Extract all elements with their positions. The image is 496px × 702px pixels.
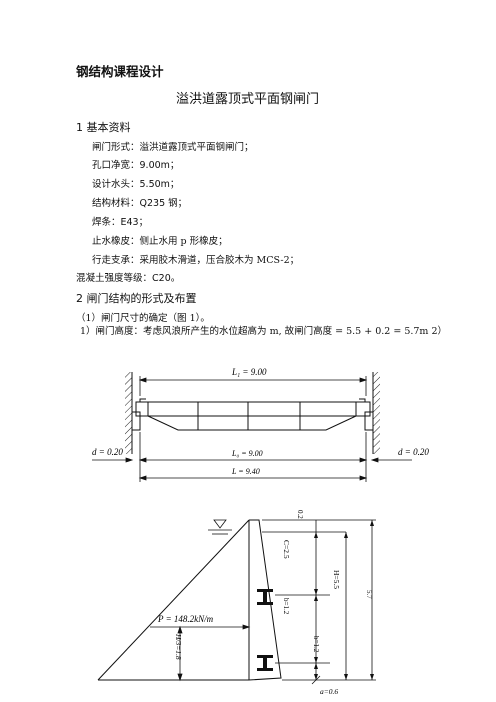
list-item: 孔口净宽：9.00m；	[92, 160, 179, 172]
label-C: C=2.5	[282, 540, 291, 559]
label-L1: L₁ = 9.00	[231, 367, 267, 377]
left-pier	[125, 372, 133, 454]
item-value: 溢洪道露顶式平面钢闸门；	[139, 142, 254, 153]
item-value: 5.50m；	[139, 179, 180, 190]
label-d-right: d = 0.20	[398, 447, 429, 457]
item-value: 侧止水用 p 形橡皮；	[139, 236, 228, 247]
resultant-force-arrow	[150, 624, 251, 630]
item-label: 孔口净宽：	[92, 160, 140, 171]
upper-girder-icon	[257, 589, 273, 605]
item-label: 设计水头：	[92, 179, 140, 190]
label-H3: H/3=1.8	[174, 633, 183, 660]
item-value: Q235 钢；	[139, 198, 188, 209]
item-value: E43；	[120, 217, 149, 228]
item-label: 混凝土强度等级：	[76, 273, 153, 284]
dimension-ticks	[314, 520, 374, 680]
water-level-icon	[208, 519, 232, 535]
list-item: 止水橡皮：侧止水用 p 形橡皮；	[92, 236, 228, 248]
label-b-lower: b=1.2	[312, 636, 320, 653]
item-value: 采用胶木滑道，压合胶木为 MCS-2；	[139, 255, 300, 266]
list-item: 结构材料：Q235 钢；	[92, 198, 187, 210]
slots	[131, 398, 374, 431]
dimension-L1	[138, 376, 368, 396]
list-item: 混凝土强度等级：C20。	[76, 273, 180, 285]
label-H: H=5.5	[332, 570, 341, 589]
label-P: P = 148.2kN/m	[157, 614, 214, 624]
course-title: 钢结构课程设计	[76, 64, 164, 79]
item-label: 焊条：	[92, 217, 121, 228]
right-pier	[372, 372, 380, 454]
section-heading-structure: 2 闸门结构的形式及布置	[76, 292, 197, 305]
dimension-L	[138, 475, 368, 481]
label-b-upper: b=1.2	[282, 598, 290, 615]
dimension-L0	[138, 432, 368, 482]
item-label: 结构材料：	[92, 198, 140, 209]
document-title: 溢洪道露顶式平面钢闸门	[176, 92, 320, 107]
item-value: 9.00m；	[139, 160, 180, 171]
list-item: 焊条：E43；	[92, 217, 148, 229]
label-dim-top: 0.2	[296, 510, 304, 519]
dimension-H3	[177, 625, 183, 682]
item-label: 闸门形式：	[92, 142, 140, 153]
section-heading-basic-data: 1 基本资料	[76, 121, 131, 134]
right-dimension-lines	[262, 519, 376, 685]
paragraph-size: （1）闸门尺寸的确定（图 1）。	[76, 313, 210, 324]
label-a: a=0.6	[320, 687, 338, 696]
list-item: 设计水头：5.50m；	[92, 179, 179, 191]
item-label: 行走支承：	[92, 255, 140, 266]
gate-body	[135, 398, 371, 431]
item-value: C20。	[152, 273, 181, 284]
label-L0: L₀ = 9.00	[231, 449, 263, 458]
list-item: 行走支承：采用胶木滑道，压合胶木为 MCS-2；	[92, 255, 299, 267]
gate-panel	[248, 519, 282, 681]
item-label: 止水橡皮：	[92, 236, 140, 247]
label-L: L = 9.40	[231, 467, 260, 476]
list-item: 闸门形式：溢洪道露顶式平面钢闸门；	[92, 142, 254, 154]
label-d-left: d = 0.20	[92, 447, 123, 457]
paragraph-height: 1）闸门高度：考虑风浪所产生的水位超高为 m, 故闸门高度 = 5.5 + 0.…	[80, 326, 448, 337]
dimension-d	[92, 457, 412, 463]
label-total: 5.7	[365, 590, 373, 599]
lower-girder-icon	[257, 655, 273, 671]
pressure-triangle	[97, 519, 250, 681]
